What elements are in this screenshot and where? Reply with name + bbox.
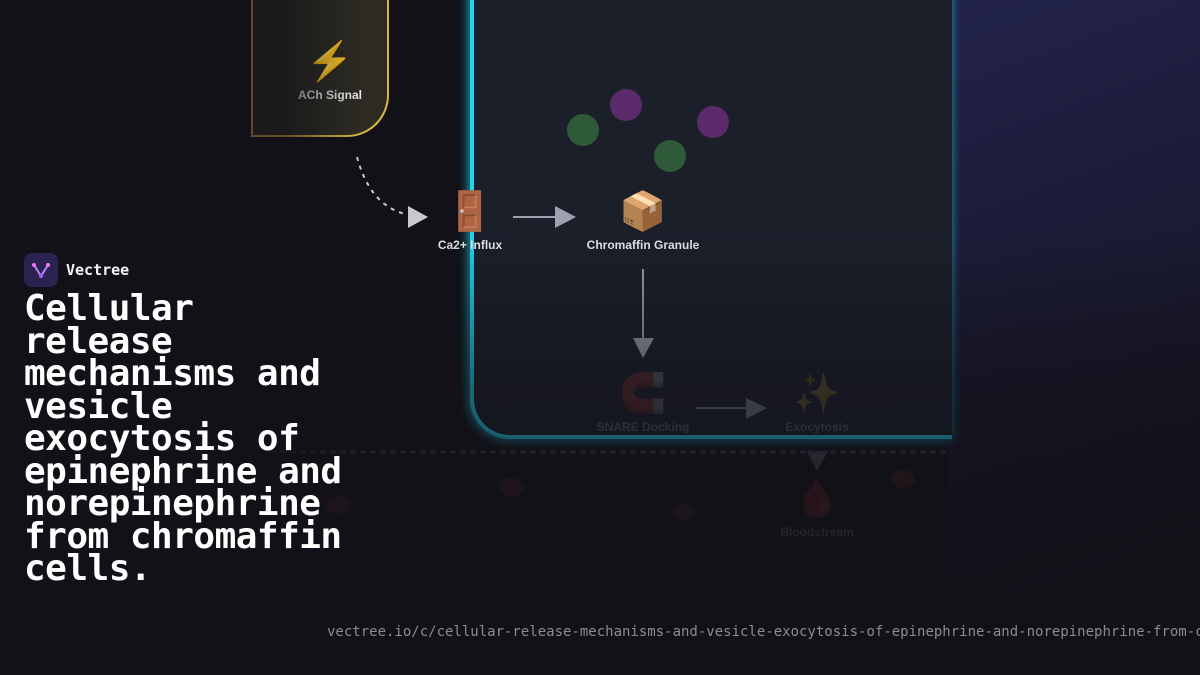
node-calcium-influx: 🚪 Ca2+ Influx [390, 190, 550, 252]
brand-name: Vectree [66, 261, 130, 279]
sparkles-icon: ✨ [793, 373, 841, 415]
molecule-green [654, 140, 686, 172]
node-exocytosis: ✨ Exocytosis [737, 372, 897, 434]
molecule-purple [697, 106, 729, 138]
node-label: Chromaffin Granule [586, 238, 700, 252]
node-label: Ca2+ Influx [437, 238, 503, 252]
node-label: SNARE Docking [596, 420, 690, 434]
node-label: ACh Signal [297, 88, 362, 102]
page-title: Cellular release mechanisms and vesicle … [24, 288, 342, 589]
node-snare-docking: 🧲 SNARE Docking [563, 372, 723, 434]
arrow-head [408, 206, 428, 228]
node-ach-signal: ⚡ ACh Signal [250, 40, 410, 102]
brand[interactable]: Vectree [24, 253, 129, 287]
blood-cell [500, 478, 524, 496]
arrow-head [807, 451, 828, 471]
molecule-purple [610, 89, 642, 121]
arrow-head [633, 338, 654, 358]
blood-drop-icon: 🩸 [793, 478, 841, 520]
node-label: Exocytosis [785, 420, 849, 434]
blood-cell [674, 504, 696, 520]
arrow-head [555, 206, 576, 228]
lightning-icon: ⚡ [306, 41, 354, 83]
package-icon: 📦 [619, 191, 667, 233]
magnet-icon: 🧲 [619, 373, 667, 415]
door-icon: 🚪 [446, 191, 494, 233]
node-bloodstream: 🩸 Bloodstream [737, 477, 897, 539]
node-chromaffin-granule: 📦 Chromaffin Granule [563, 190, 723, 252]
page-url[interactable]: vectree.io/c/cellular-release-mechanisms… [327, 624, 1200, 640]
node-label: Bloodstream [780, 525, 854, 539]
vectree-logo-icon [24, 253, 58, 287]
molecule-green [567, 114, 599, 146]
